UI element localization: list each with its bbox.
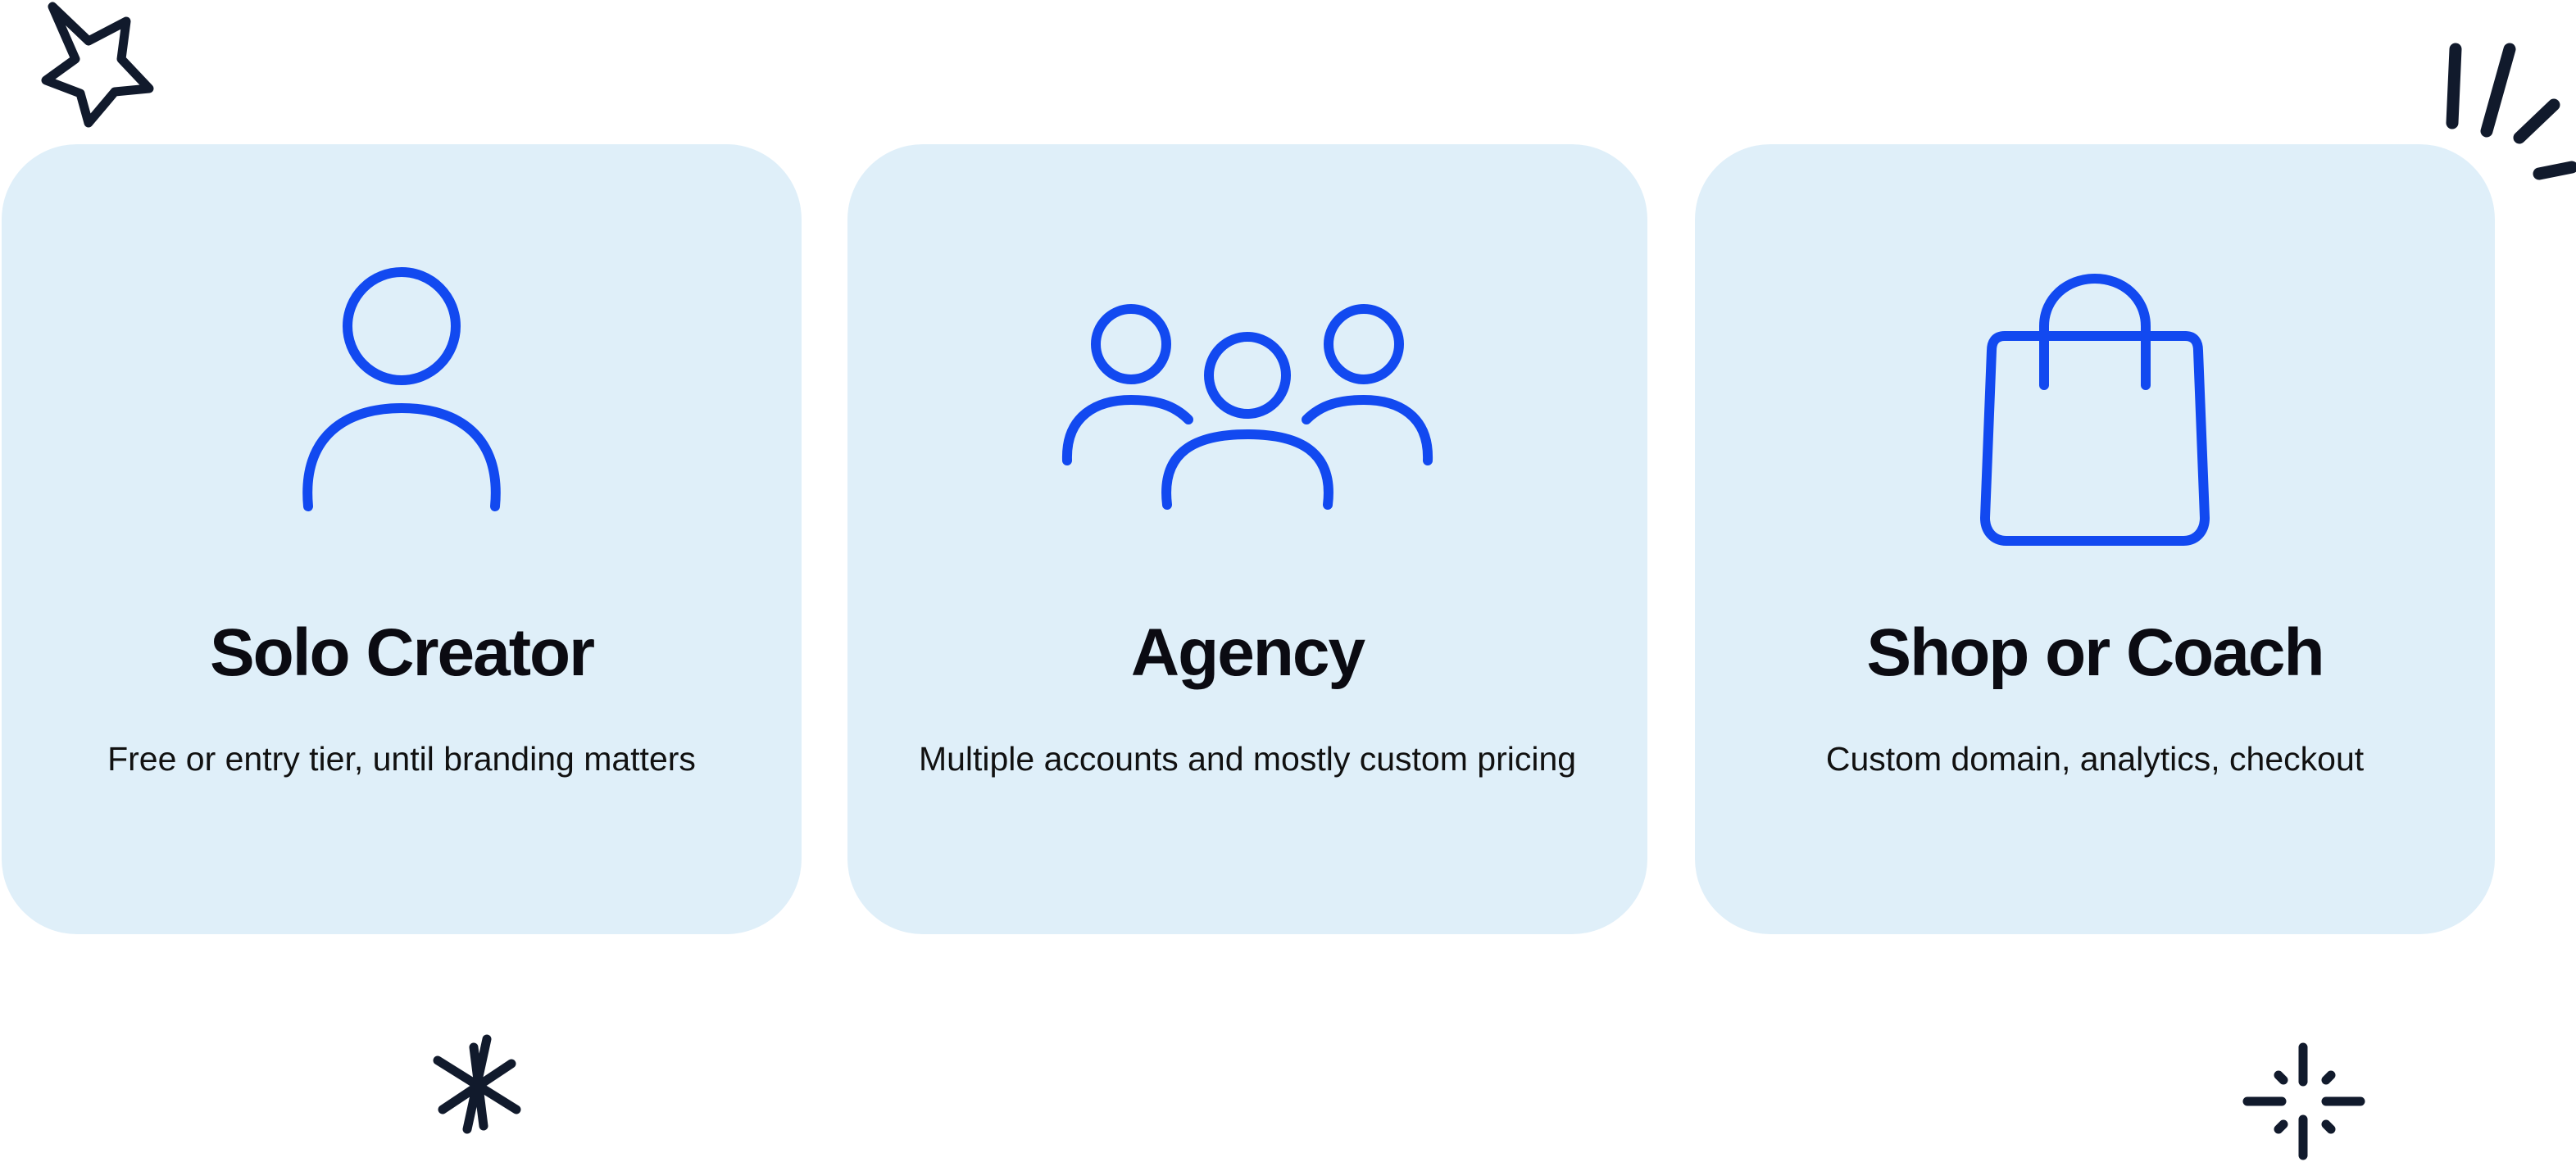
card-title: Agency (1130, 615, 1365, 690)
card-solo-creator[interactable]: Solo Creator Free or entry tier, until b… (2, 144, 802, 934)
star-doodle-icon (41, 2, 154, 128)
burst-lines-doodle-icon (2446, 43, 2576, 180)
card-description: Multiple accounts and mostly custom pric… (918, 740, 1577, 778)
card-agency[interactable]: Agency Multiple accounts and mostly cust… (847, 144, 1647, 934)
person-icon (2, 267, 802, 546)
shopping-bag-icon (1695, 267, 2495, 546)
asterisk-doodle-icon (433, 1034, 521, 1134)
sparkle-doodle-icon (2242, 1042, 2365, 1160)
card-title: Shop or Coach (1866, 615, 2324, 690)
group-icon (847, 267, 1647, 546)
card-shop-or-coach[interactable]: Shop or Coach Custom domain, analytics, … (1695, 144, 2495, 934)
card-description: Free or entry tier, until branding matte… (107, 740, 696, 778)
card-title: Solo Creator (209, 615, 595, 690)
card-description: Custom domain, analytics, checkout (1825, 740, 2365, 778)
